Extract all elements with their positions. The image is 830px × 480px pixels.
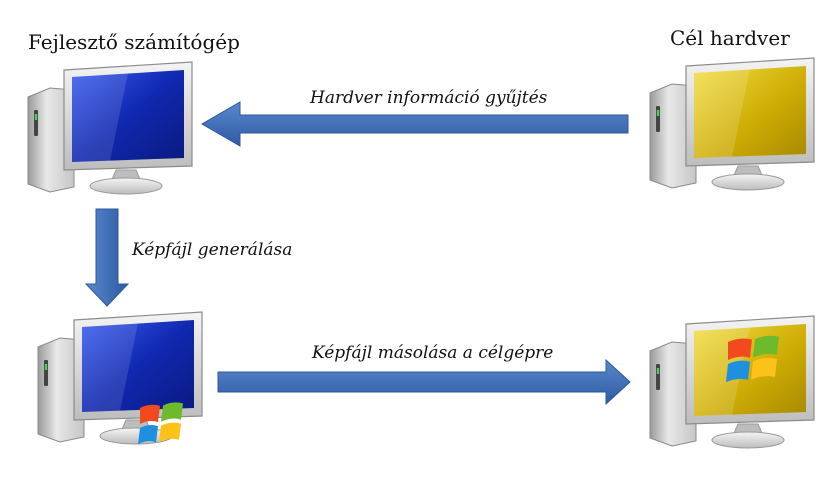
arrow-generate-image	[84, 208, 130, 307]
arrow-collect-info	[201, 101, 629, 147]
developer-computer-image-icon	[37, 311, 203, 445]
collect-info-label: Hardver információ gyűjtés	[310, 88, 548, 108]
arrow-copy-image	[217, 358, 631, 406]
windows-logo-icon	[138, 402, 183, 445]
windows-logo-icon	[726, 335, 779, 383]
developer-computer-label: Fejlesztő számítógép	[28, 30, 240, 54]
target-hardware-image-icon	[649, 315, 815, 449]
developer-computer-icon	[27, 61, 193, 195]
generate-image-label: Képfájl generálása	[132, 240, 293, 260]
target-hardware-label: Cél hardver	[670, 26, 790, 50]
target-hardware-icon	[649, 57, 815, 191]
copy-image-label: Képfájl másolása a célgépre	[312, 343, 554, 363]
